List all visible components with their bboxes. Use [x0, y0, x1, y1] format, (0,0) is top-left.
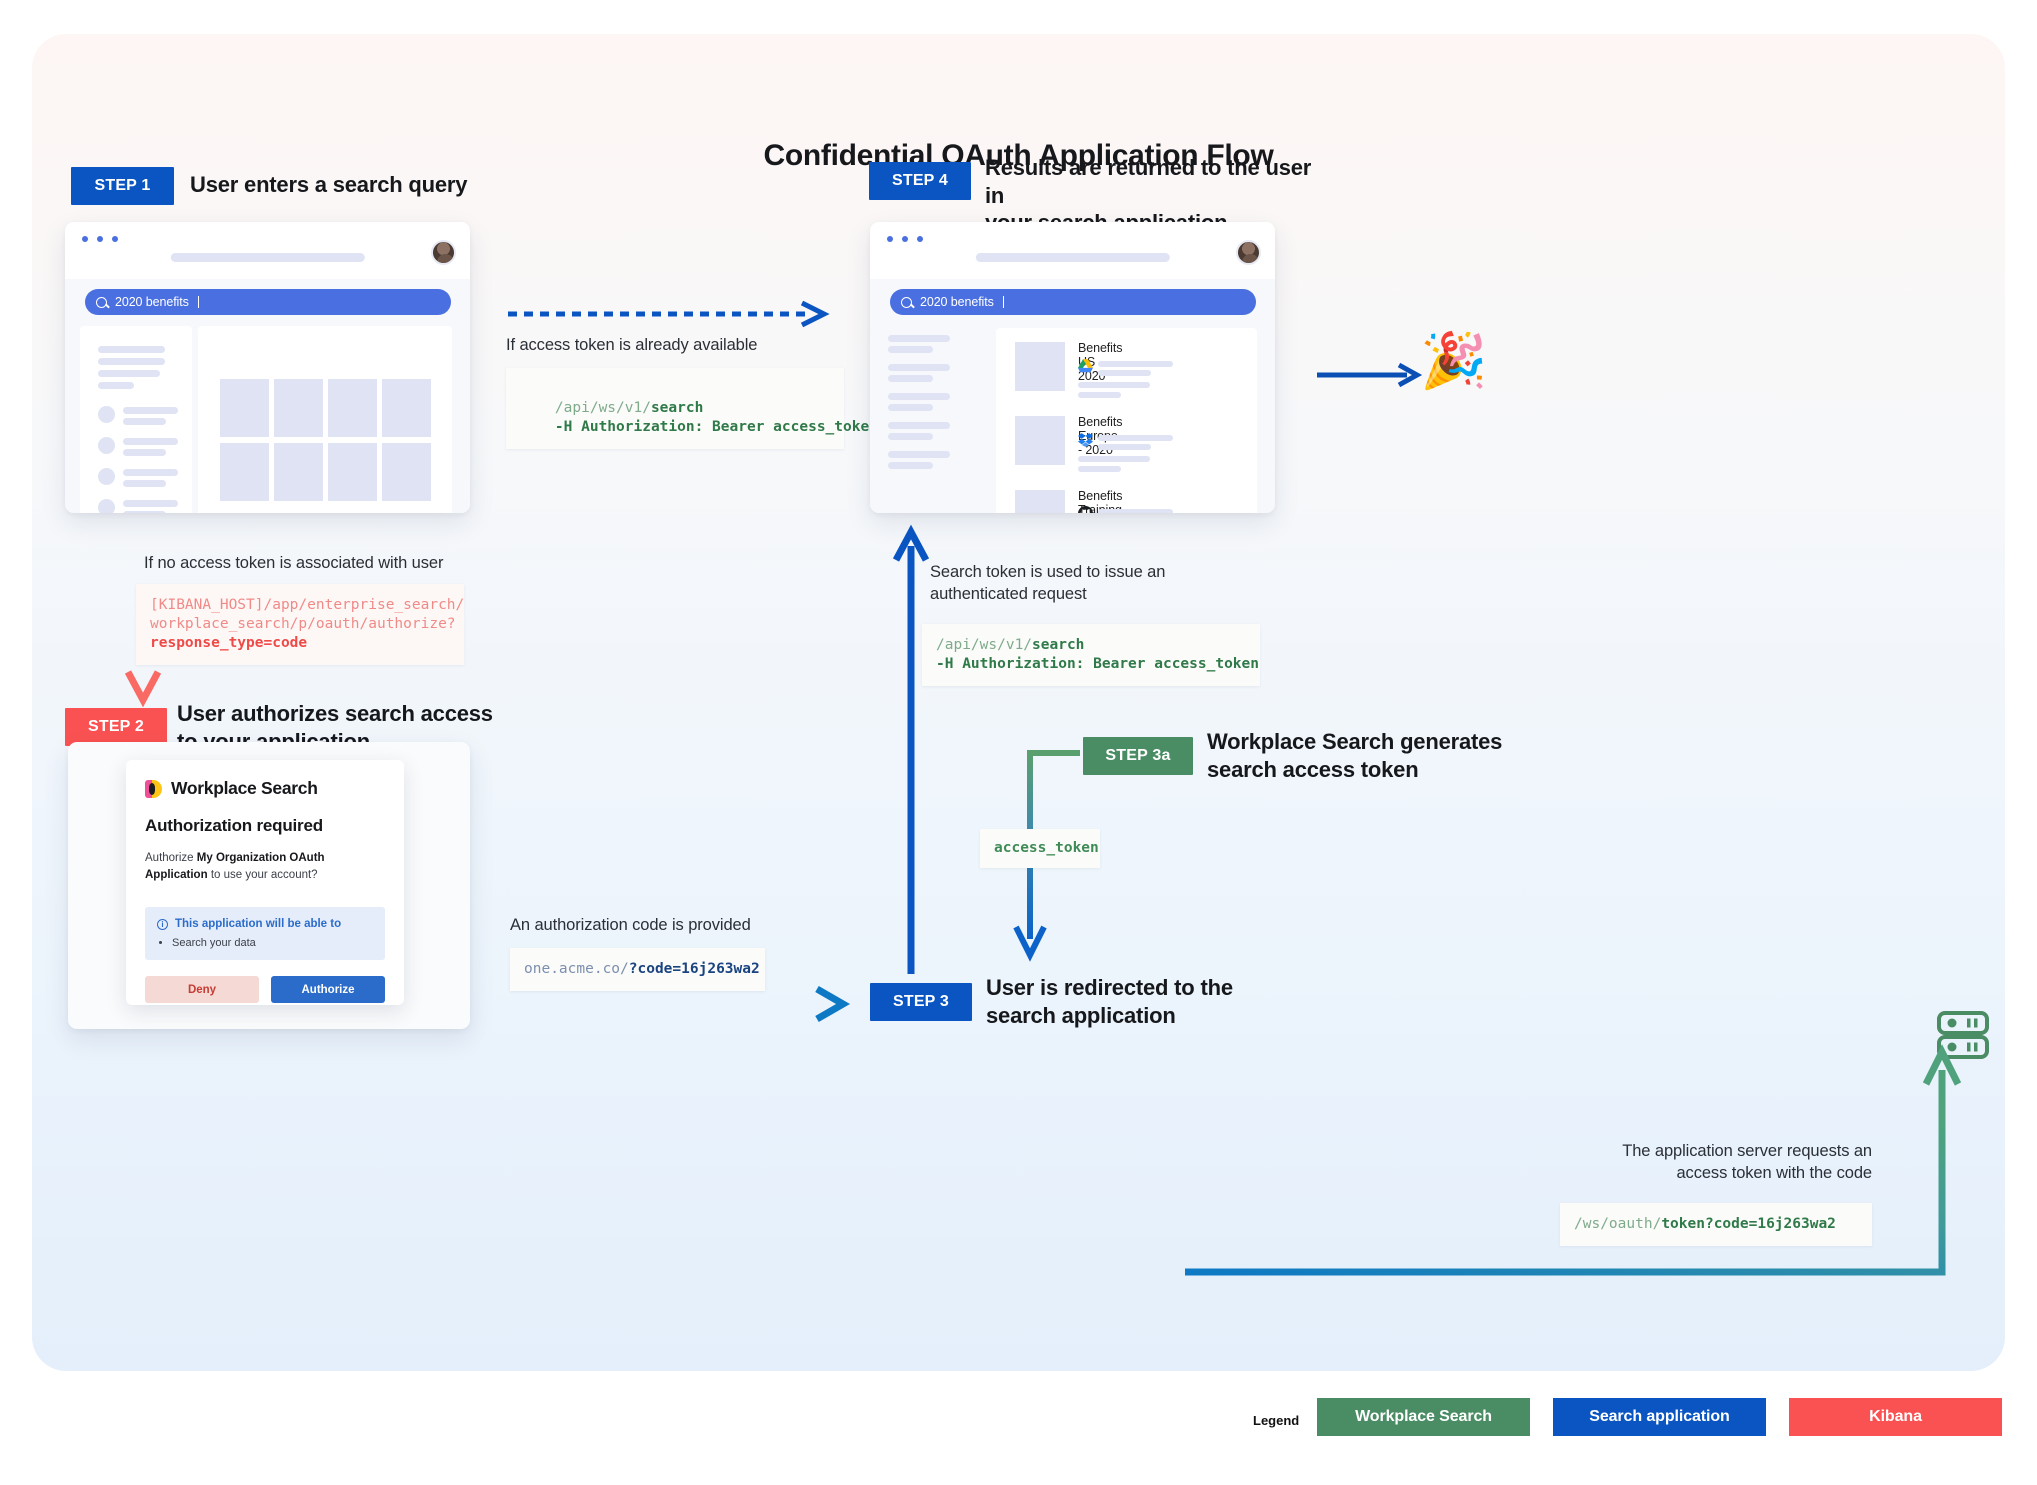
deny-button[interactable]: Deny — [145, 976, 259, 1004]
permissions-list: Search your data — [172, 937, 373, 949]
filters-panel — [80, 326, 192, 513]
search-input[interactable]: 2020 benefits — [85, 289, 451, 315]
step-1-chip: STEP 1 — [71, 167, 174, 205]
auth-heading: Authorization required — [145, 816, 323, 835]
celebration-emoji: 🎉 — [1420, 331, 1488, 391]
arrow-access-token — [1013, 750, 1080, 962]
elastic-mark-icon — [145, 779, 162, 798]
code-token-request: /ws/oauth/token?code=16j263wa2 — [1560, 1203, 1872, 1247]
result-title: Benefits US - 2020 — [1078, 341, 1123, 383]
kibana-code-l1: [KIBANA_HOST]/app/enterprise_search/ — [150, 597, 465, 613]
legend: Legend Workplace Search Search applicati… — [0, 1398, 2037, 1458]
auth-body-post: to use your account? — [207, 868, 318, 881]
note-no-token: If no access token is associated with us… — [144, 554, 444, 572]
token-req-dim: /ws/oauth/ — [1574, 1216, 1662, 1232]
url-bar[interactable] — [975, 253, 1170, 262]
code-line-1-strong: search — [650, 400, 704, 417]
kibana-code-l2: workplace_search/p/oauth/authorize? — [150, 616, 456, 633]
dropbox-icon — [1078, 433, 1093, 447]
window-dots — [82, 236, 118, 242]
search-input[interactable]: 2020 benefits — [890, 289, 1256, 315]
code-kibana-authorize: [KIBANA_HOST]/app/enterprise_search/ wor… — [136, 584, 465, 666]
kibana-code-l3: response_type=code — [150, 635, 308, 652]
code-line-1-dim: /api/ws/v1/ — [554, 400, 651, 417]
arrow-search-token — [892, 524, 930, 974]
auth-body: Authorize My Organization OAuth Applicat… — [145, 850, 385, 883]
arrow-token-available — [508, 300, 830, 328]
search-app-window-step4: 2020 benefits Benefits US - 2020 — [870, 222, 1275, 513]
step-3a-title: Workplace Search generates search access… — [1207, 729, 1503, 782]
step-1-title: User enters a search query — [190, 172, 468, 197]
note-search-token: Search token is used to issue an authent… — [930, 563, 1166, 604]
legend-item-workplace-search: Workplace Search — [1317, 1398, 1530, 1436]
redirect-dim: one.acme.co/ — [524, 961, 629, 977]
url-bar[interactable] — [170, 253, 365, 262]
auth-window-step2: Workplace Search Authorization required … — [68, 742, 470, 1029]
window-content: 2020 benefits — [65, 279, 470, 513]
result-title: Benefits Training 2020 — [1078, 489, 1123, 513]
window-titlebar — [870, 222, 1275, 279]
workplace-search-logo: Workplace Search — [145, 778, 385, 799]
facets-column — [885, 329, 990, 513]
list-item: Search your data — [172, 937, 373, 949]
code-redirect: one.acme.co/?code=16j263wa2 — [510, 948, 765, 992]
search-icon — [96, 296, 107, 308]
server-rack-icon — [1937, 1011, 1989, 1059]
permissions-callout: i This application will be able to Searc… — [145, 907, 385, 961]
avatar[interactable] — [431, 240, 456, 265]
text-caret — [197, 296, 199, 308]
legend-item-search-application: Search application — [1553, 1398, 1766, 1436]
authorization-dialog: Workplace Search Authorization required … — [126, 760, 404, 1005]
token-req-strong: token?code=16j263wa2 — [1661, 1216, 1836, 1232]
code2-line-2: -H Authorization: Bearer access_token — [936, 656, 1260, 673]
search-app-window-step1: 2020 benefits — [65, 222, 470, 513]
text-caret — [1002, 296, 1004, 308]
auth-body-app: My Organization OAuth Application — [145, 852, 325, 881]
arrow-to-celebration — [1317, 362, 1423, 388]
avatar[interactable] — [1236, 240, 1261, 265]
info-icon: i — [157, 918, 168, 930]
legend-label: Legend — [1253, 1413, 1300, 1428]
window-content: 2020 benefits Benefits US - 2020 — [870, 279, 1275, 513]
search-query: 2020 benefits — [115, 295, 189, 309]
diagram-canvas: Confidential OAuth Application Flow STEP… — [32, 34, 2005, 1371]
authorize-button[interactable]: Authorize — [271, 976, 385, 1004]
note-auth-code: An authorization code is provided — [510, 916, 751, 934]
arrow-token-request — [1185, 1044, 1962, 1276]
code-line-2: -H Authorization: Bearer access_token — [554, 419, 878, 436]
step-3a-chip: STEP 3a — [1083, 737, 1193, 775]
code-search-request-2: /api/ws/v1/search -H Authorization: Bear… — [922, 624, 1260, 687]
code-access-token: access_token — [980, 829, 1100, 869]
results-list-panel: Benefits US - 2020 Benefits Europe - 202… — [996, 328, 1257, 513]
callout-title: This application will be able to — [175, 918, 342, 931]
brand-name: Workplace Search — [171, 778, 318, 798]
callout-header: i This application will be able to — [157, 918, 373, 930]
results-grid-panel — [198, 326, 452, 513]
auth-body-pre: Authorize — [145, 852, 197, 864]
code2-line-1-strong: search — [1032, 637, 1085, 653]
step-3-chip: STEP 3 — [870, 983, 972, 1021]
github-icon — [1078, 506, 1093, 513]
legend-item-kibana: Kibana — [1789, 1398, 2002, 1436]
google-drive-icon — [1078, 359, 1093, 373]
note-token-available: If access token is already available — [506, 336, 758, 354]
dialog-buttons: Deny Authorize — [145, 976, 385, 1004]
window-dots — [887, 236, 923, 242]
search-icon — [901, 296, 912, 308]
code-search-request-1: /api/ws/v1/search -H Authorization: Bear… — [506, 368, 878, 450]
page-title: Confidential OAuth Application Flow — [763, 139, 1274, 172]
step-2-chip: STEP 2 — [65, 708, 167, 746]
redirect-strong: ?code=16j263wa2 — [628, 961, 760, 977]
step-4-chip: STEP 4 — [869, 162, 971, 200]
search-query: 2020 benefits — [920, 295, 994, 309]
step-3-title: User is redirected to the search applica… — [986, 975, 1233, 1028]
window-titlebar — [65, 222, 470, 279]
arrow-auth-code — [472, 985, 851, 1023]
note-server-requests: The application server requests an acces… — [1622, 1142, 1872, 1183]
code2-line-1-dim: /api/ws/v1/ — [936, 637, 1033, 653]
